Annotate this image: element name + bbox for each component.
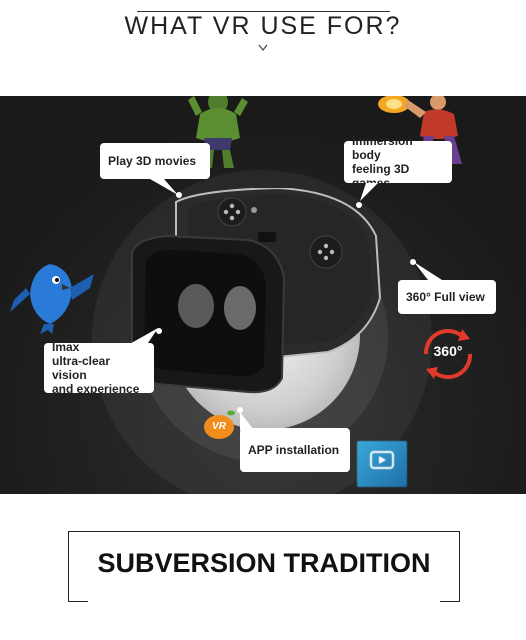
callout-pointer [414,262,442,280]
play-icon [370,451,394,469]
footer-frame-top [68,531,460,532]
chevron-down-icon [258,44,268,51]
callout-imax-line1: Imax [52,340,80,354]
callout-immersion: Immersion body feeling 3D games [344,134,452,190]
rotation-arrows-icon [423,328,473,380]
footer-frame-foot-left [68,601,88,602]
callout-imax: Imax ultra-clear vision and experience [44,340,154,396]
vr-logo-text: VR [212,421,226,432]
rotation-badge-text: 360° [433,343,463,359]
callout-dot [356,202,362,208]
callout-3d-movies: Play 3D movies [100,143,210,179]
app-store-icon [357,441,407,487]
footer-title: SUBVERSION TRADITION [97,548,431,578]
vr-logo: VR [204,415,234,439]
footer-frame-left [68,531,69,601]
callout-dot [410,259,416,265]
callout-app-installation-text: APP installation [248,443,340,457]
callout-pointer [360,183,378,201]
blue-bird-icon [10,264,94,334]
header-rule [137,11,390,12]
callout-full-view: 360° Full view [398,280,496,314]
callout-dot [156,328,162,334]
leaf-icon [227,410,235,416]
callout-pointer [150,179,178,195]
callout-app-installation: APP installation [240,428,350,472]
callout-immersion-line1: Immersion body [352,134,413,162]
callout-full-view-text: 360° Full view [406,290,485,304]
callout-imax-line3: and experience [52,382,140,396]
feature-panel: Play 3D movies Immersion body feeling 3D… [0,96,526,494]
callout-pointer [126,328,158,346]
callout-dot [176,192,182,198]
callout-imax-line2: ultra-clear vision [52,354,111,382]
footer-frame-right [459,531,460,601]
page-title: WHAT VR USE FOR? [124,12,402,40]
vr-headset-image [131,188,382,394]
callout-dot [237,407,243,413]
callout-pointer [240,412,254,430]
callout-immersion-line2: feeling 3D games [352,162,410,190]
footer-frame-foot-right [440,601,460,602]
callout-3d-movies-text: Play 3D movies [108,154,197,168]
